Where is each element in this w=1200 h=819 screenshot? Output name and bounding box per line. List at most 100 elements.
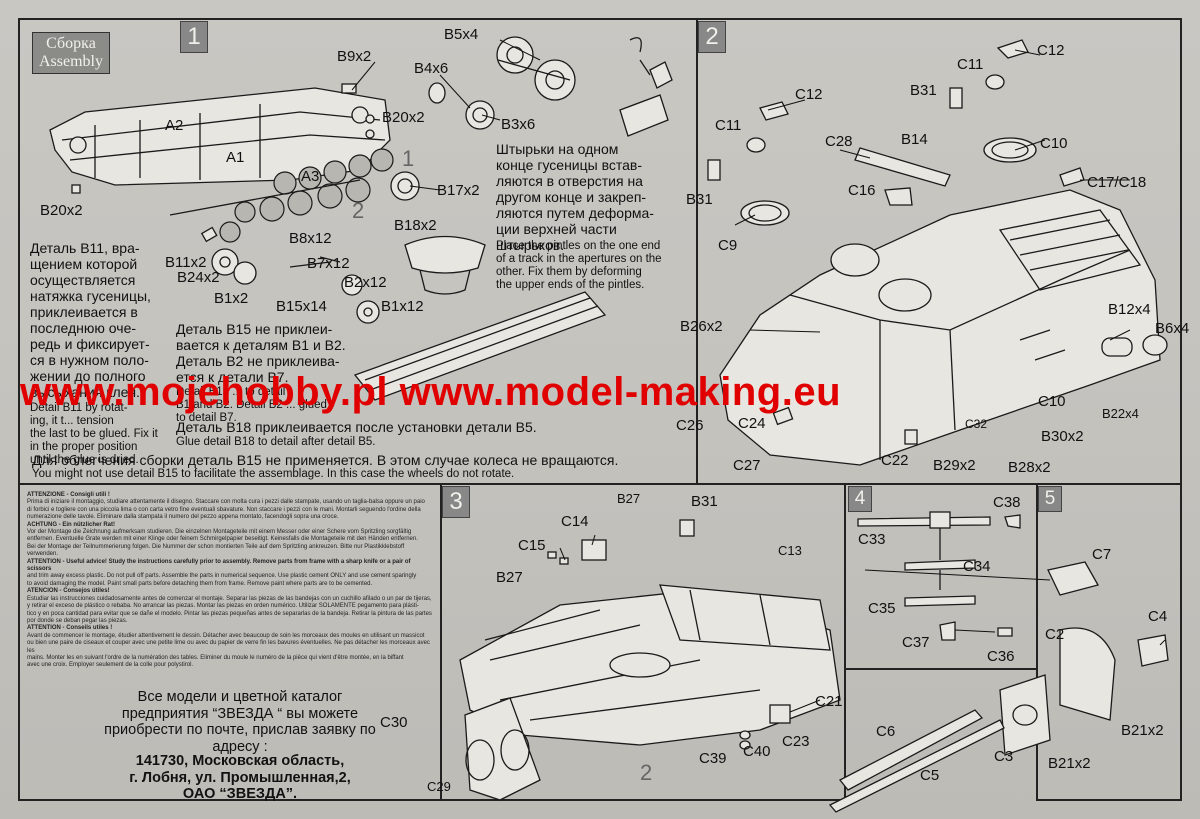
label-c21: C21 (815, 693, 843, 710)
label-c10-top: C10 (1040, 135, 1068, 152)
warning-line: avec une croix. Employer seulement de la… (27, 662, 194, 669)
label-c34: C34 (963, 558, 991, 575)
label-b21x2-bottom: B21x2 (1048, 755, 1091, 772)
warning-line: di forbici e togliere con una piccola li… (27, 506, 421, 513)
sub-step-1: 1 (402, 146, 415, 171)
label-c6: C6 (876, 723, 896, 740)
badge-ru: Сборка (46, 35, 96, 52)
b11-note-en: Detail B11 by rotat- ing, it t... tensio… (30, 402, 158, 466)
watermark: www.mojehobby.pl www.model-making.eu (20, 370, 842, 414)
warning-line: ATENCION - Consejos útiles! (27, 588, 110, 595)
label-c12-left: C12 (795, 86, 823, 103)
label-c16: C16 (848, 182, 876, 199)
address-text: 141730, Московская область, г. Лобня, ул… (129, 753, 351, 802)
label-b9x2: B9x2 (337, 48, 372, 65)
label-b26x2: B26x2 (680, 318, 723, 335)
warning-line: ATTENTION - Conseils utiles ! (27, 625, 113, 632)
warning-line: Avant de commencer le montage, étudier a… (27, 632, 425, 639)
label-b15x14: B15x14 (276, 298, 327, 315)
warning-line: Bei der Montage der Teilnummerierung fol… (27, 543, 405, 550)
warning-line: Estudiar las instrucciones cuidadosament… (27, 595, 432, 602)
label-b21x2-right: B21x2 (1121, 722, 1164, 739)
label-b27-top: B27 (617, 491, 641, 506)
label-c24: C24 (738, 415, 766, 432)
label-c27: C27 (733, 457, 761, 474)
b15-note-ru: Деталь B15 не приклеи- вается к деталям … (176, 321, 346, 385)
label-c9: C9 (718, 237, 738, 254)
label-c12-right: C12 (1037, 42, 1065, 59)
warnings-text: ATTENZIONE - Consigli utili ! Prima di i… (27, 492, 435, 670)
label-c33: C33 (858, 531, 886, 548)
label-b27-left: B27 (496, 569, 523, 586)
step-number-2: 2 (698, 21, 726, 53)
label-c36: C36 (987, 648, 1015, 665)
leader-lines (351, 39, 1166, 713)
sub-step-2: 2 (352, 198, 365, 223)
assembly-badge: Сборка Assembly (32, 32, 110, 74)
label-c15: C15 (518, 537, 546, 554)
label-c17-c18: C17/C18 (1087, 174, 1147, 191)
label-c10-bottom: C10 (1038, 393, 1066, 410)
label-c29: C29 (427, 779, 451, 794)
label-b17x2: B17x2 (437, 182, 480, 199)
sub-step-3-2: 2 (640, 760, 653, 785)
label-b1x2: B1x2 (214, 290, 249, 307)
label-b6x4: B6x4 (1155, 320, 1190, 337)
label-b29x2: B29x2 (933, 457, 976, 474)
catalog-text: Все модели и цветной каталог предприятия… (104, 689, 376, 755)
step-number-4: 4 (848, 486, 872, 512)
label-c37: C37 (902, 634, 930, 651)
label-b12x4: B12x4 (1108, 301, 1151, 318)
label-b20x2-top: B20x2 (382, 109, 425, 126)
label-c11-right: C11 (957, 56, 984, 73)
label-b3x6: B3x6 (501, 116, 536, 133)
label-b5x4: B5x4 (444, 26, 479, 43)
hull-drawing-step3 (459, 519, 841, 801)
warning-line: tico y en poca cantidad para evitar que … (27, 610, 432, 617)
b18-note-en: Glue detail B18 to detail after detail B… (176, 436, 376, 448)
label-b22x4: B22x4 (1102, 406, 1139, 421)
label-b20x2-left: B20x2 (40, 202, 83, 219)
label-c39: C39 (699, 750, 727, 767)
label-c22: C22 (881, 452, 909, 469)
badge-en: Assembly (39, 53, 103, 70)
label-b4x6: B4x6 (414, 60, 449, 77)
pintles-note-en: Place the pintles on the one end of a tr… (496, 240, 662, 291)
warning-line: ou bien une paire de ciseaux et couper a… (27, 640, 430, 654)
label-c28: C28 (825, 133, 853, 150)
label-b2x12: B2x12 (344, 274, 387, 291)
label-c35: C35 (868, 600, 896, 617)
label-a2: A2 (165, 117, 184, 134)
label-c14: C14 (561, 513, 589, 530)
label-c11-left: C11 (715, 117, 742, 134)
label-b31-right: B31 (910, 82, 937, 99)
label-b7x12: B7x12 (307, 255, 350, 272)
label-c7: C7 (1092, 546, 1112, 563)
label-c3: C3 (994, 748, 1014, 765)
warning-line: ATTENTION - Useful advice! Study the ins… (27, 558, 411, 573)
assembly-note-ru: Для облегчения сборки деталь B15 не прим… (32, 452, 619, 468)
label-c40: C40 (743, 743, 771, 760)
step-number-1: 1 (180, 21, 208, 53)
label-a3: A3 (301, 168, 320, 185)
label-b1x12: B1x12 (381, 298, 424, 315)
panel-step-5 (1036, 483, 1182, 801)
label-c26: C26 (676, 417, 704, 434)
label-c5: C5 (920, 767, 940, 784)
warning-line: to avoid damaging the model. Paint small… (27, 580, 373, 587)
pintles-note-ru: Штырьки на одном конце гусеницы встав- л… (496, 141, 654, 253)
label-c4: C4 (1148, 608, 1168, 625)
label-b31-left: B31 (686, 191, 713, 208)
label-b11x2: B11x2 (165, 254, 207, 271)
warning-line: ATTENZIONE - Consigli utili ! (27, 492, 110, 498)
label-c13: C13 (778, 543, 802, 558)
b18-note-ru: Деталь B18 приклеивается после установки… (176, 419, 537, 435)
label-c23: C23 (782, 733, 810, 750)
label-b31: B31 (691, 493, 718, 510)
label-b30x2: B30x2 (1041, 428, 1084, 445)
label-b8x12: B8x12 (289, 230, 332, 247)
warning-line: por donde se deban pegar las piezas. (27, 617, 128, 624)
hull-drawing-step1 (49, 36, 673, 401)
